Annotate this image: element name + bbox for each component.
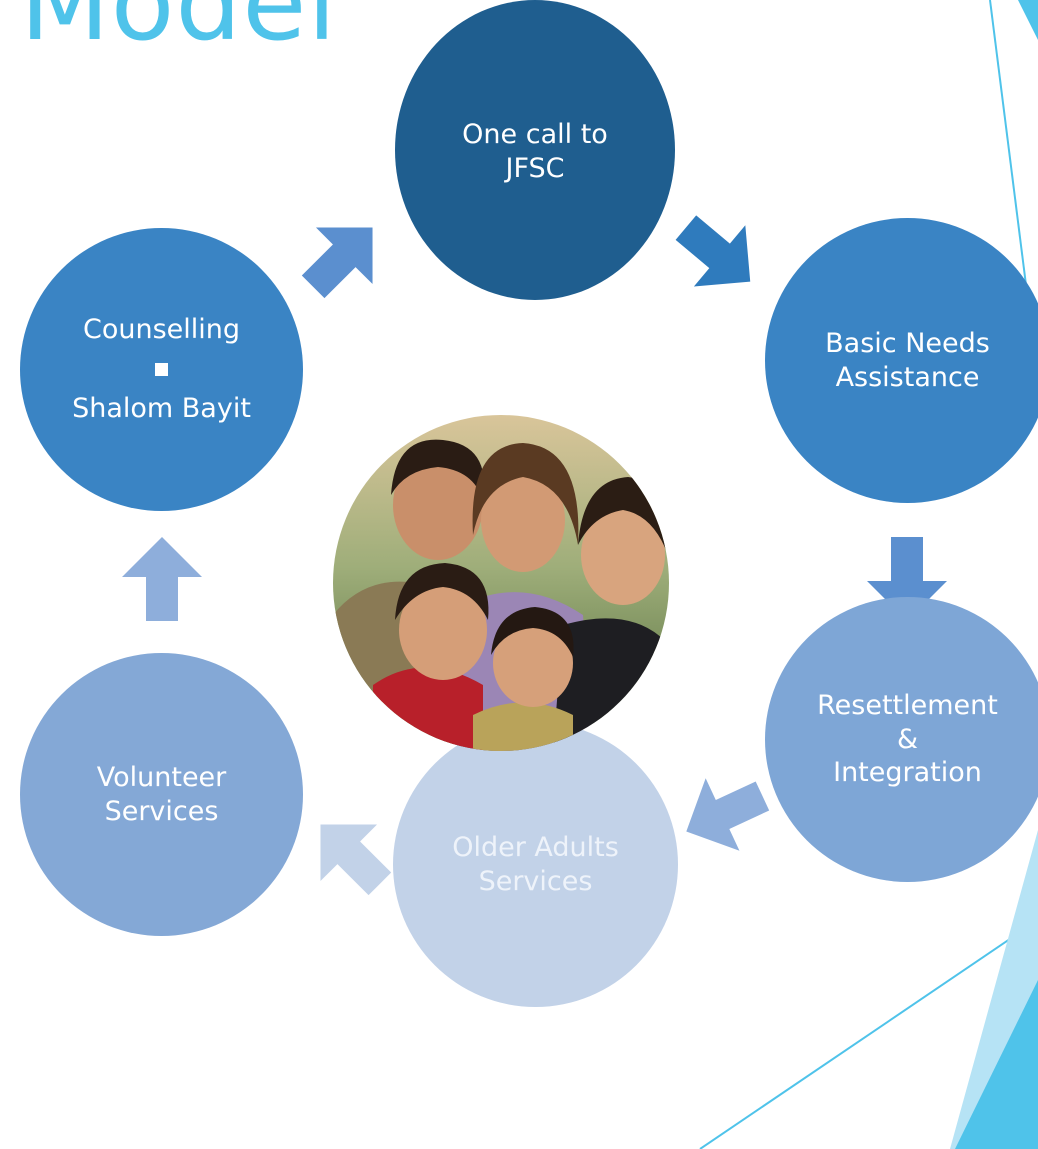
node-label-line: Older Adults [452,831,619,863]
arrow-right-icon [301,227,373,299]
arrow-right-icon [675,215,751,287]
arrow-n3-to-n4 [686,778,770,851]
node-one-call: One call to JFSC [395,0,675,300]
node-label-line: Services [104,795,219,827]
node-label-line: Volunteer [96,761,227,793]
arrow-n4-to-n5 [320,824,392,896]
arrow-n6-to-n1 [301,227,373,299]
arrow-n5-to-n6 [122,537,202,621]
node-resettlement: Resettlement & Integration [765,597,1038,882]
decor-triangle-top [1018,0,1038,40]
family-photo-icon [333,415,669,751]
node-label-line: One call to [462,119,608,150]
node-label-line: Shalom Bayit [72,393,251,424]
arrow-up-icon [122,537,202,621]
node-label-line: Basic Needs [825,327,990,359]
node-label-line: & [896,723,919,755]
node-label-line: Resettlement [817,689,998,721]
node-volunteer: Volunteer Services [20,653,303,936]
node-label-line: Integration [833,757,982,789]
node-label-line: JFSC [505,152,565,184]
node-label-line: Services [478,865,593,897]
bullet-square-icon [155,363,168,376]
arrow-left-icon [686,778,770,851]
node-label-line: Counselling [82,314,241,346]
node-basic-needs: Basic Needs Assistance [765,218,1038,503]
node-counselling: Counselling Shalom Bayit [20,228,303,511]
page-title: Model [20,0,338,64]
node-older-adults: Older Adults Services [393,722,678,1007]
arrow-left-icon [320,824,392,896]
decor-triangle-dark [955,980,1038,1149]
arrow-n1-to-n2 [675,215,751,287]
family-photo [333,415,669,751]
node-label-line: Assistance [835,361,980,393]
decor-line-bottom [699,919,1038,1149]
